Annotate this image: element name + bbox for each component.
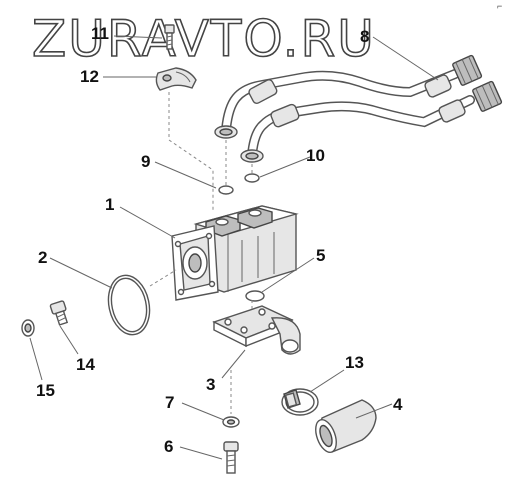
part-4-hose bbox=[315, 399, 377, 453]
part-3-flange bbox=[212, 300, 301, 355]
callout-6: 6 bbox=[164, 437, 173, 456]
part-13-hose-clamp bbox=[281, 388, 319, 416]
corner-mark: ⌐ bbox=[497, 1, 502, 11]
part-9-oring bbox=[218, 185, 234, 195]
part-7-washer bbox=[222, 416, 240, 428]
callout-14: 14 bbox=[76, 355, 95, 374]
callout-3: 3 bbox=[206, 375, 215, 394]
callout-15: 15 bbox=[36, 381, 55, 400]
callout-2: 2 bbox=[38, 248, 47, 267]
callout-labels: 1 2 3 4 5 6 7 8 9 10 11 12 13 14 15 bbox=[36, 24, 403, 456]
part-14-bolt bbox=[49, 300, 69, 326]
part-11-bolt bbox=[164, 24, 175, 50]
part-15-washer bbox=[21, 319, 35, 337]
callout-5: 5 bbox=[316, 246, 325, 265]
callout-1: 1 bbox=[105, 195, 114, 214]
leader-lines bbox=[29, 35, 439, 460]
callout-13: 13 bbox=[345, 353, 364, 372]
callout-7: 7 bbox=[165, 393, 174, 412]
callout-12: 12 bbox=[80, 67, 99, 86]
part-10-oring bbox=[244, 173, 260, 183]
assembly-line-11 bbox=[168, 92, 214, 210]
part-12-clamp bbox=[155, 67, 197, 91]
callout-4: 4 bbox=[393, 395, 403, 414]
part-8-pipes bbox=[214, 54, 503, 163]
part-1-pump bbox=[171, 205, 299, 301]
callout-11: 11 bbox=[91, 24, 109, 43]
part-5-oring bbox=[245, 290, 265, 302]
part-6-bolt bbox=[223, 441, 239, 474]
callout-10: 10 bbox=[306, 146, 325, 165]
callout-9: 9 bbox=[141, 152, 150, 171]
watermark-text: ZURAVTO.RU bbox=[32, 10, 376, 68]
callout-8: 8 bbox=[360, 27, 369, 46]
